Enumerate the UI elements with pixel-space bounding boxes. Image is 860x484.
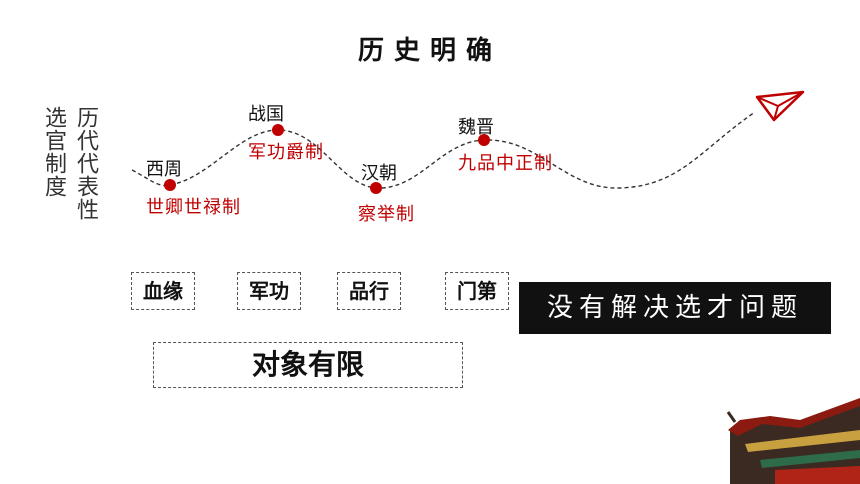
timeline-dot-zhanguo bbox=[272, 124, 284, 136]
system-shiqing-shilu: 世卿世禄制 bbox=[146, 197, 241, 218]
conclusion-box: 对象有限 bbox=[153, 342, 463, 388]
timeline-path bbox=[131, 111, 756, 189]
criterion-family-status: 门第 bbox=[445, 272, 509, 310]
era-hanchao: 汉朝 bbox=[361, 163, 397, 184]
criterion-conduct: 品行 bbox=[337, 272, 401, 310]
timeline-dot-hanchao bbox=[370, 182, 382, 194]
timeline-dot-xizhou bbox=[164, 179, 176, 191]
criterion-bloodline: 血缘 bbox=[131, 272, 195, 310]
system-jiupin-zhongzheng: 九品中正制 bbox=[458, 153, 553, 174]
label-representative: 历代代表性 bbox=[73, 106, 98, 221]
system-chaju: 察举制 bbox=[358, 204, 415, 225]
system-jungong-jue: 军功爵制 bbox=[248, 142, 324, 163]
timeline-dot-weijin bbox=[478, 134, 490, 146]
palace-roof-icon bbox=[726, 398, 860, 484]
criterion-military-merit: 军功 bbox=[237, 272, 301, 310]
page-title: 历史明确 bbox=[357, 36, 502, 66]
banner-unsolved-problem: 没有解决选才问题 bbox=[519, 282, 831, 334]
era-weijin: 魏晋 bbox=[458, 117, 494, 138]
era-xizhou: 西周 bbox=[146, 159, 182, 180]
paper-plane-icon bbox=[755, 90, 805, 122]
era-zhanguo: 战国 bbox=[248, 104, 284, 125]
label-official-selection: 选官制度 bbox=[41, 106, 66, 198]
